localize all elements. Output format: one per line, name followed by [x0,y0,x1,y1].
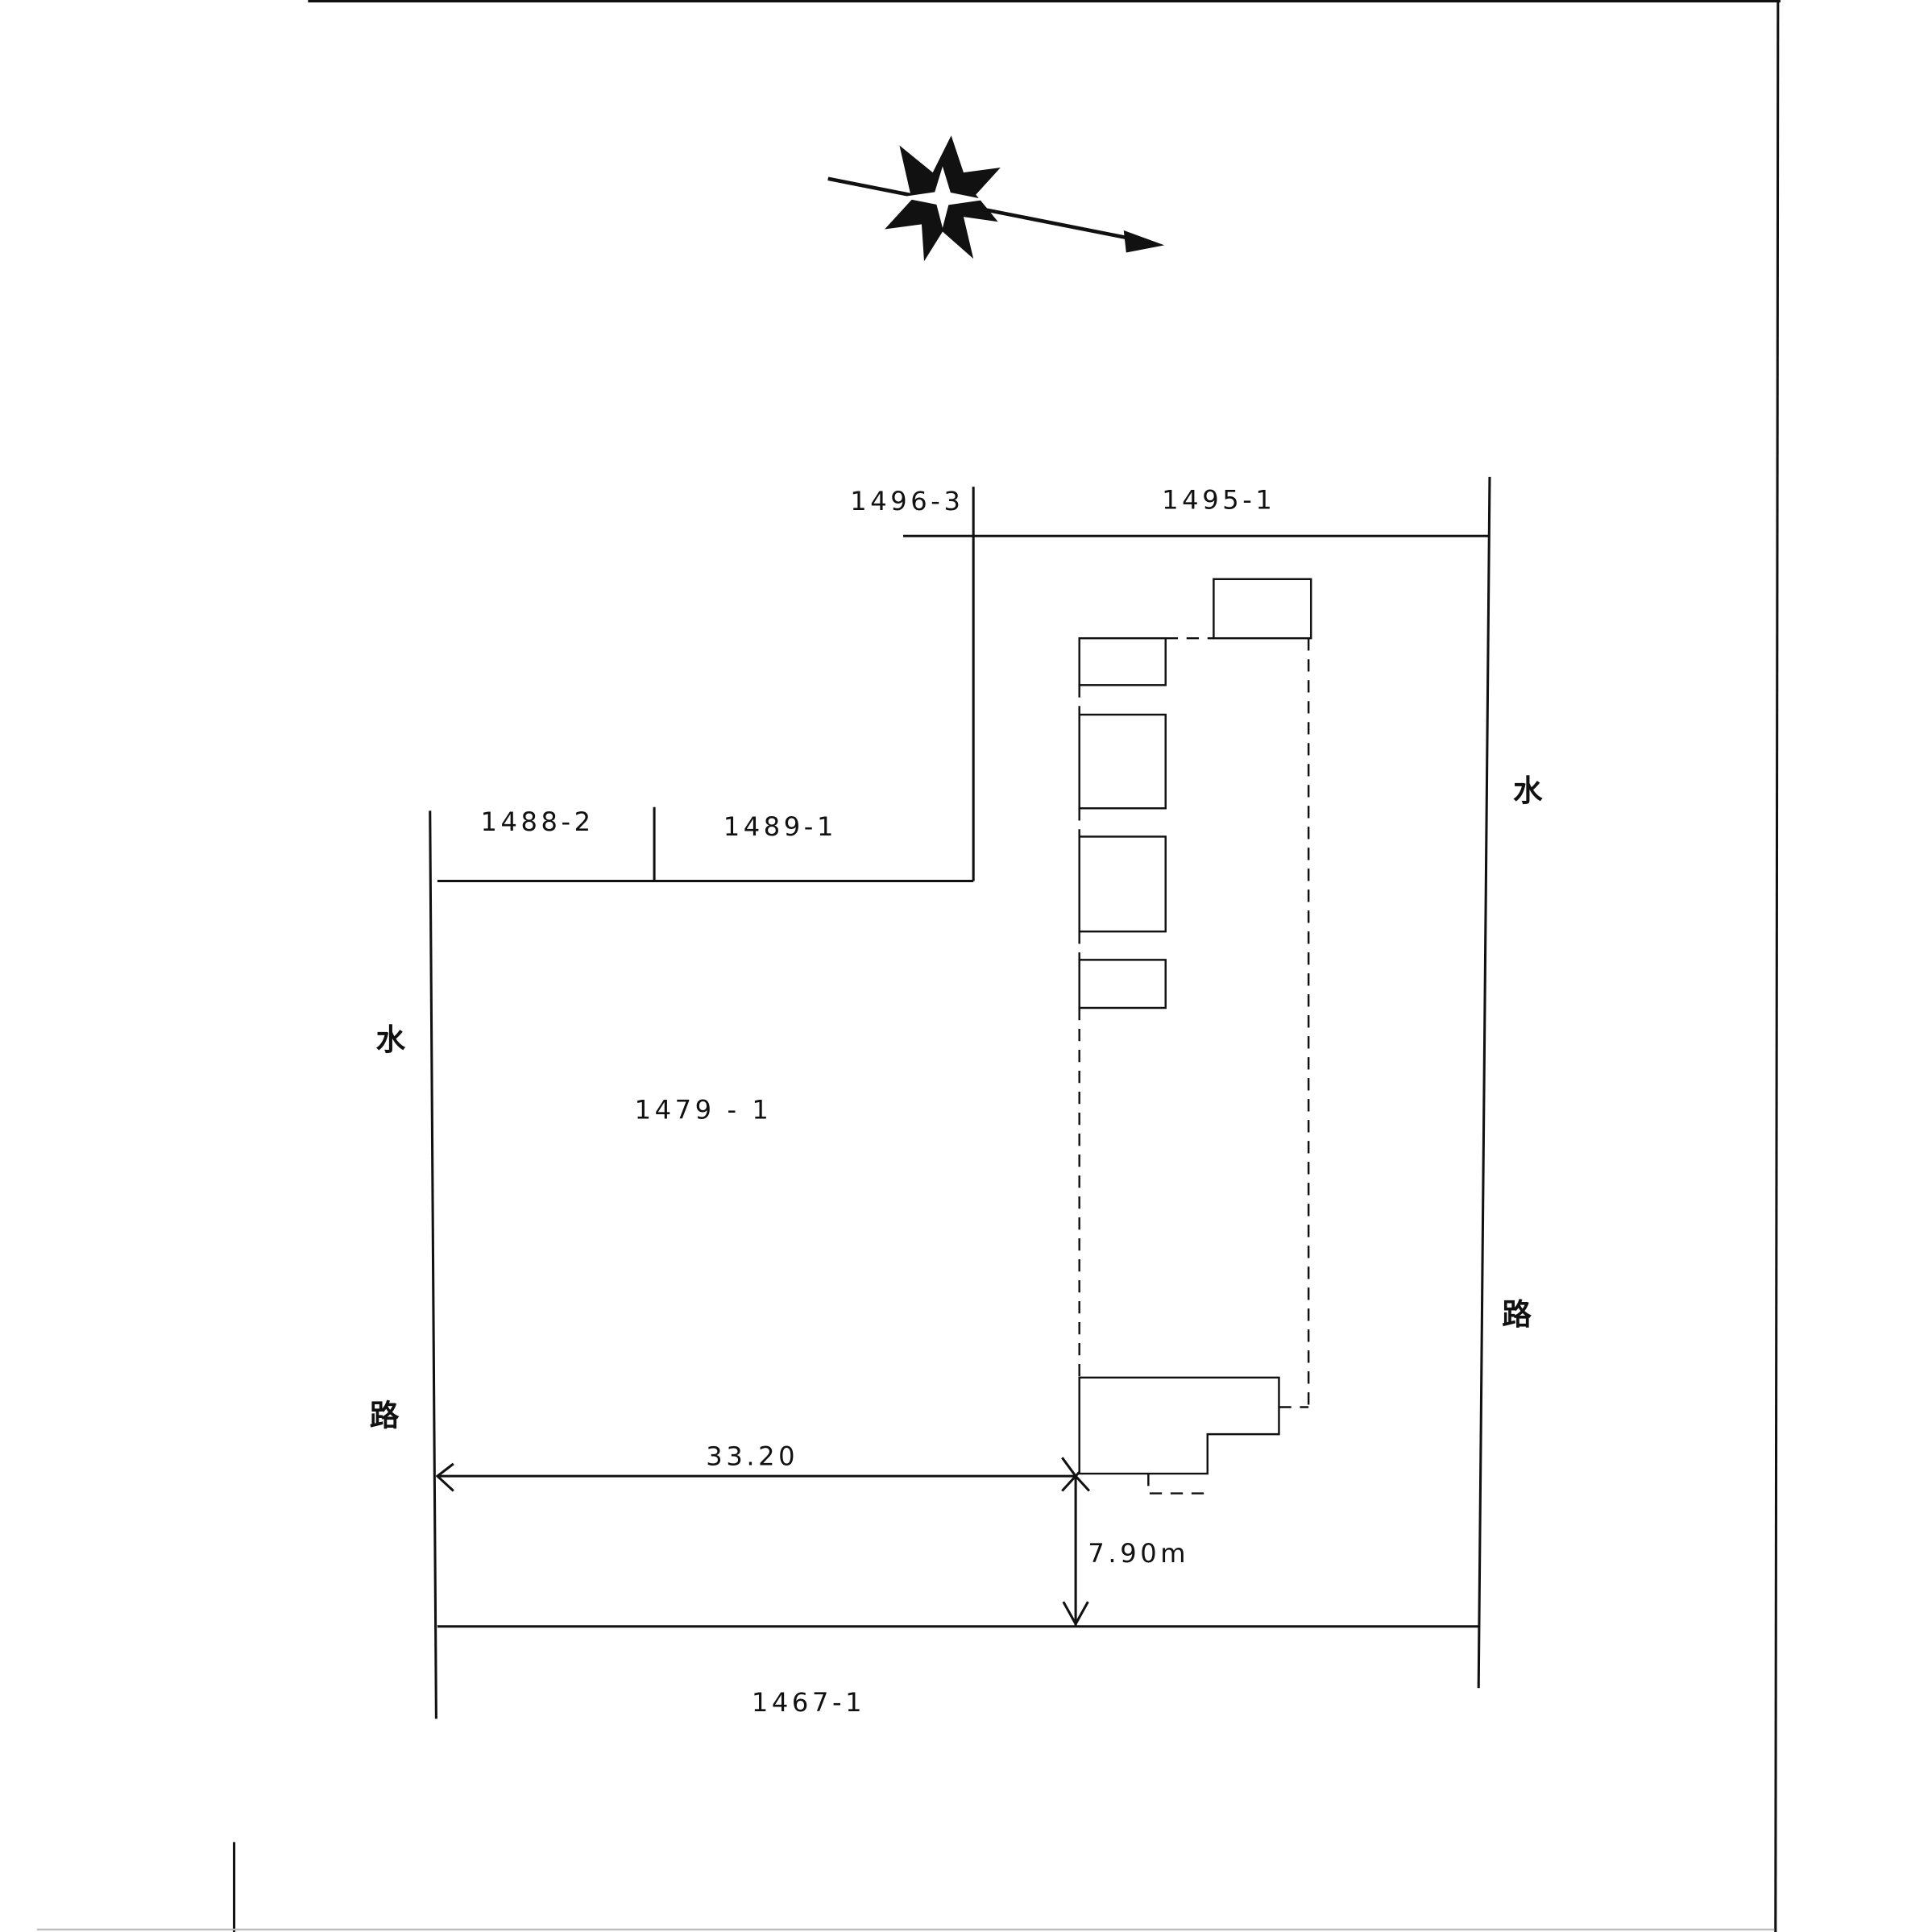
dimension-vertical [1062,1476,1089,1627]
parcel-label-1488-2: 1488-2 [480,806,594,837]
waterway-right-char2: 路 [1502,1297,1532,1332]
parcel-label-1489-1: 1489-1 [723,811,837,842]
parcel-label-1495-1: 1495-1 [1162,485,1275,516]
parcel-label-1496-3: 1496-3 [850,486,964,516]
boundary-east [1477,476,1491,1689]
parcel-label-1479-1: 1479 - 1 [635,1095,773,1126]
dimension-label-horizontal: 33.20 [706,1441,798,1471]
waterway-right-char1: 水 [1513,773,1543,808]
boundary-west [429,811,437,1719]
parcel-label-1467-1: 1467-1 [752,1687,865,1718]
waterway-left-char1: 水 [375,1022,405,1057]
waterway-left-char2: 路 [370,1398,400,1432]
dimension-label-vertical: 7.90m [1088,1538,1189,1569]
compass-north-arrow-icon [827,135,1165,262]
frame-right-line [1774,0,1780,1932]
buildings [1078,578,1312,1495]
